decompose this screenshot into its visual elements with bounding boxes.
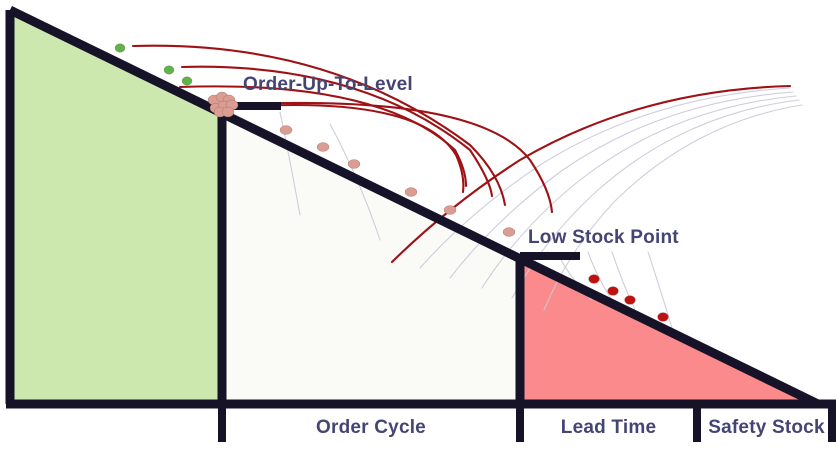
stock-dot-red — [607, 286, 619, 296]
stock-dot-salmon — [502, 227, 516, 237]
red-critical-dots — [588, 274, 669, 322]
stock-dot-red — [588, 274, 600, 284]
depletion-slope-line — [8, 5, 820, 409]
stock-dot-red — [624, 295, 636, 305]
arc-segment — [279, 111, 301, 216]
stock-dot-salmon — [279, 125, 293, 135]
arc-segment — [180, 65, 494, 198]
zone-order-cycle — [222, 113, 520, 405]
reorder-cluster-dots — [207, 91, 239, 118]
stock-dot-salmon — [316, 142, 330, 152]
arc-segment — [543, 104, 803, 311]
axis-tick-marks — [218, 400, 836, 442]
stock-dot-green — [114, 43, 126, 53]
axis-label-safety-stock: Safety Stock — [708, 417, 825, 438]
arc-segment — [481, 95, 797, 289]
zone-stock-on-hand — [10, 10, 222, 404]
axis-label-order-cycle: Order Cycle — [316, 417, 426, 438]
zone-separators — [217, 113, 525, 404]
green-stock-dots — [114, 43, 193, 86]
arc-segment — [647, 251, 673, 329]
arc-segment — [390, 84, 792, 264]
stock-dot-green — [163, 65, 175, 75]
stock-dot-red — [657, 312, 669, 322]
arc-segment — [611, 251, 637, 313]
stock-dot-salmon — [404, 187, 418, 197]
order-up-to-level-label: Order-Up-To-Level — [243, 74, 413, 95]
reorder-cluster-dot — [221, 106, 235, 118]
arc-segment — [511, 99, 800, 299]
arc-segment — [236, 103, 465, 194]
replenishment-arcs — [131, 44, 792, 264]
salmon-stock-dots — [279, 125, 516, 237]
arc-segment — [131, 44, 507, 207]
arc-segment — [244, 101, 554, 214]
stock-dot-salmon — [443, 205, 457, 215]
low-stock-point-label: Low Stock Point — [528, 227, 679, 248]
axis-label-lead-time: Lead Time — [560, 417, 657, 438]
stock-dot-green — [181, 76, 193, 86]
stock-dot-salmon — [347, 159, 361, 169]
